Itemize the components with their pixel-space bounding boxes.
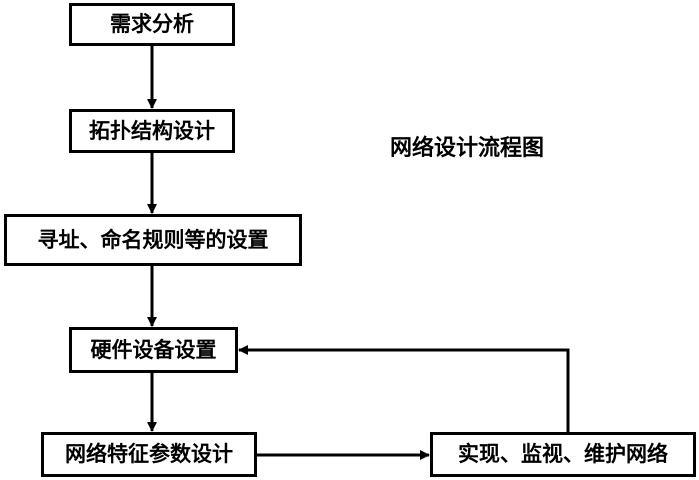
step-implement-monitor-maintain: 实现、监视、维护网络: [430, 432, 696, 477]
step-label: 网络特征参数设计: [65, 442, 233, 466]
step-topology-design: 拓扑结构设计: [69, 109, 235, 153]
step-label: 需求分析: [110, 12, 194, 36]
step-label: 硬件设备设置: [90, 337, 217, 362]
diagram-title: 网络设计流程图: [390, 136, 545, 161]
feedback-arrow-step6-to-step4: [238, 345, 570, 432]
step-label: 拓扑结构设计: [89, 118, 215, 143]
step-hardware-setup: 硬件设备设置: [69, 327, 238, 373]
step-network-parameters: 网络特征参数设计: [41, 432, 257, 477]
step-label: 实现、监视、维护网络: [458, 442, 668, 466]
step-label: 寻址、命名规则等的设置: [37, 227, 269, 252]
step-requirements-analysis: 需求分析: [69, 3, 235, 46]
step-addressing-naming: 寻址、命名规则等的设置: [4, 214, 302, 266]
